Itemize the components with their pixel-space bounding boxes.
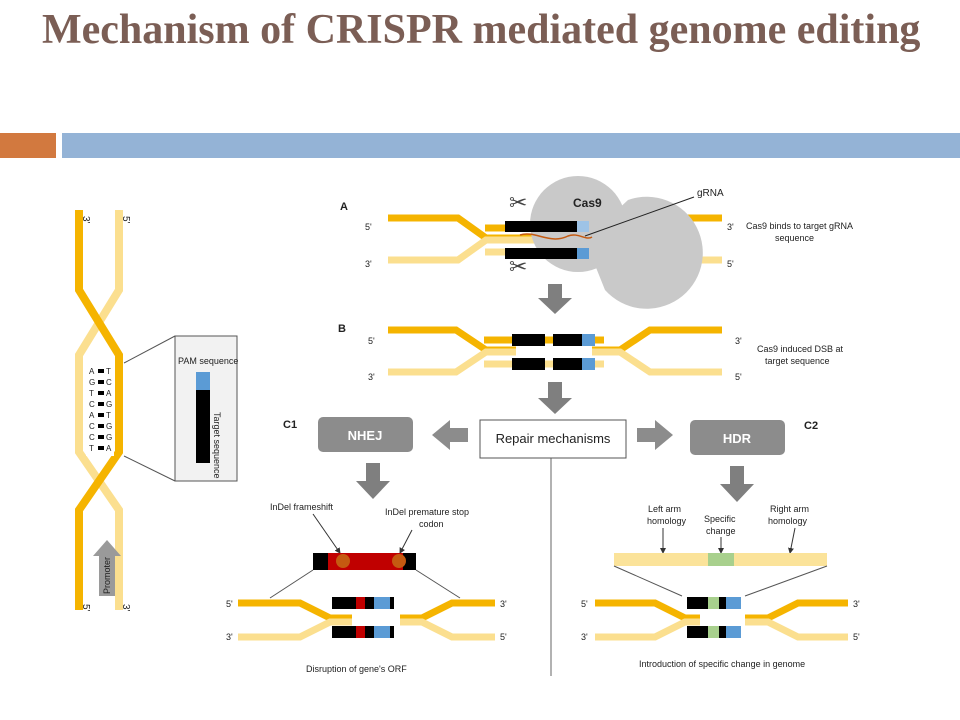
strand-end-label: 5' — [365, 222, 372, 232]
strand-end-label: 3' — [80, 216, 91, 224]
hdr-caption: Introduction of specific change in genom… — [639, 659, 805, 669]
down-arrow — [538, 284, 572, 314]
strand-end-label: 5' — [853, 632, 860, 642]
left-arrow — [432, 420, 468, 450]
strand-end-label: 5' — [80, 604, 91, 612]
repair-row: Repair mechanisms NHEJ HDR C1 C2 — [283, 417, 818, 676]
panel-letter: B — [338, 323, 346, 335]
strand-end-label: 3' — [581, 632, 588, 642]
strand-end-label: 5' — [581, 599, 588, 609]
strand-end-label: 5' — [735, 372, 742, 382]
caption-b-line2: target sequence — [765, 356, 830, 366]
target-sequence-label: Target sequence — [212, 412, 222, 479]
strand-end-label: 3' — [226, 632, 233, 642]
right-arm-label: Right arm — [770, 504, 809, 514]
specific-change-label: Specific — [704, 514, 736, 524]
c1-label: C1 — [283, 419, 297, 431]
hdr-outcome: Left arm homology Specific change Right … — [581, 504, 860, 669]
down-arrow — [356, 463, 390, 499]
base-letter: G — [106, 433, 112, 442]
slide-title: Mechanism of CRISPR mediated genome edit… — [42, 7, 921, 53]
base-pair-bond — [98, 435, 104, 439]
hdr-label: HDR — [723, 431, 752, 446]
right-arm-label: homology — [768, 516, 808, 526]
grna-strand — [519, 233, 593, 240]
strand-end-label: 3' — [727, 222, 734, 232]
dna-strand-dark — [75, 210, 123, 610]
base-letter: G — [106, 422, 112, 431]
caption-a-line1: Cas9 binds to target gRNA — [746, 221, 853, 231]
strand-end-label: 3' — [365, 259, 372, 269]
strand-end-label: 5' — [368, 336, 375, 346]
grna-label: gRNA — [697, 188, 724, 199]
accent-bar-blue — [62, 133, 960, 158]
base-pair-bond — [98, 369, 104, 373]
left-arm-label: Left arm — [648, 504, 681, 514]
caption-b-line1: Cas9 induced DSB at — [757, 344, 844, 354]
nhej-outcome: InDel frameshift InDel premature stop co… — [226, 502, 507, 674]
base-letter: T — [106, 367, 111, 376]
base-letter: A — [89, 367, 95, 376]
base-pair-bond — [98, 402, 104, 406]
base-letter: A — [89, 411, 95, 420]
base-letter: C — [89, 433, 95, 442]
strand-end-label: 3' — [120, 604, 131, 612]
base-pair-bond — [98, 391, 104, 395]
base-pair-bond — [98, 424, 104, 428]
strand-end-label: 5' — [120, 216, 131, 224]
c2-label: C2 — [804, 420, 818, 432]
caption-a-line2: sequence — [775, 233, 814, 243]
promoter-arrow — [93, 540, 121, 596]
pam-sequence-label: PAM sequence — [178, 356, 238, 366]
base-letter: C — [89, 400, 95, 409]
left-arm-label: homology — [647, 516, 687, 526]
nhej-label: NHEJ — [348, 428, 383, 443]
base-pair-bond — [98, 413, 104, 417]
strand-end-label: 3' — [368, 372, 375, 382]
promoter-label: Promoter — [102, 557, 112, 594]
base-letter: T — [89, 444, 94, 453]
indel-stop-label: codon — [419, 519, 444, 529]
pam-block — [196, 372, 210, 390]
nhej-caption: Disruption of gene's ORF — [306, 664, 407, 674]
nhej-box — [318, 417, 413, 452]
strand-end-label: 5' — [500, 632, 507, 642]
base-letter: C — [89, 422, 95, 431]
base-letter: T — [106, 411, 111, 420]
base-letter: C — [106, 378, 112, 387]
accent-bar-orange — [0, 133, 56, 158]
hdr-box — [690, 420, 785, 455]
target-block — [196, 390, 210, 463]
strand-end-label: 3' — [500, 599, 507, 609]
repair-box — [479, 419, 627, 459]
cas9-label: Cas9 — [573, 196, 602, 210]
right-arrow — [637, 420, 673, 450]
strand-end-label: 5' — [226, 599, 233, 609]
strand-end-label: 3' — [735, 336, 742, 346]
panel-letter: A — [340, 201, 348, 213]
down-arrow — [720, 466, 754, 502]
base-letter: T — [89, 389, 94, 398]
indel-stop-label: InDel premature stop — [385, 507, 469, 517]
repair-label: Repair mechanisms — [496, 431, 611, 446]
strand-end-label: 5' — [727, 259, 734, 269]
indel-frameshift-label: InDel frameshift — [270, 502, 334, 512]
base-pair-bond — [98, 380, 104, 384]
scissors-icon: ✂ — [509, 190, 527, 215]
down-arrow — [538, 382, 572, 414]
scissors-icon: ✂ — [509, 254, 527, 279]
panel-b: B 5' 3' 3' 5' Cas9 induced DSB at target… — [338, 323, 844, 382]
base-letter: A — [106, 389, 112, 398]
base-letter: G — [106, 400, 112, 409]
base-letter: A — [106, 444, 112, 453]
base-letter: G — [89, 378, 95, 387]
dna-strand-light — [75, 210, 123, 610]
strand-end-label: 3' — [853, 599, 860, 609]
base-pair-bond — [98, 446, 104, 450]
specific-change-label: change — [706, 526, 736, 536]
panel-a: A ✂ ✂ Cas9 gRNA 5' 3' 3' 5' Cas9 binds t… — [340, 176, 853, 309]
